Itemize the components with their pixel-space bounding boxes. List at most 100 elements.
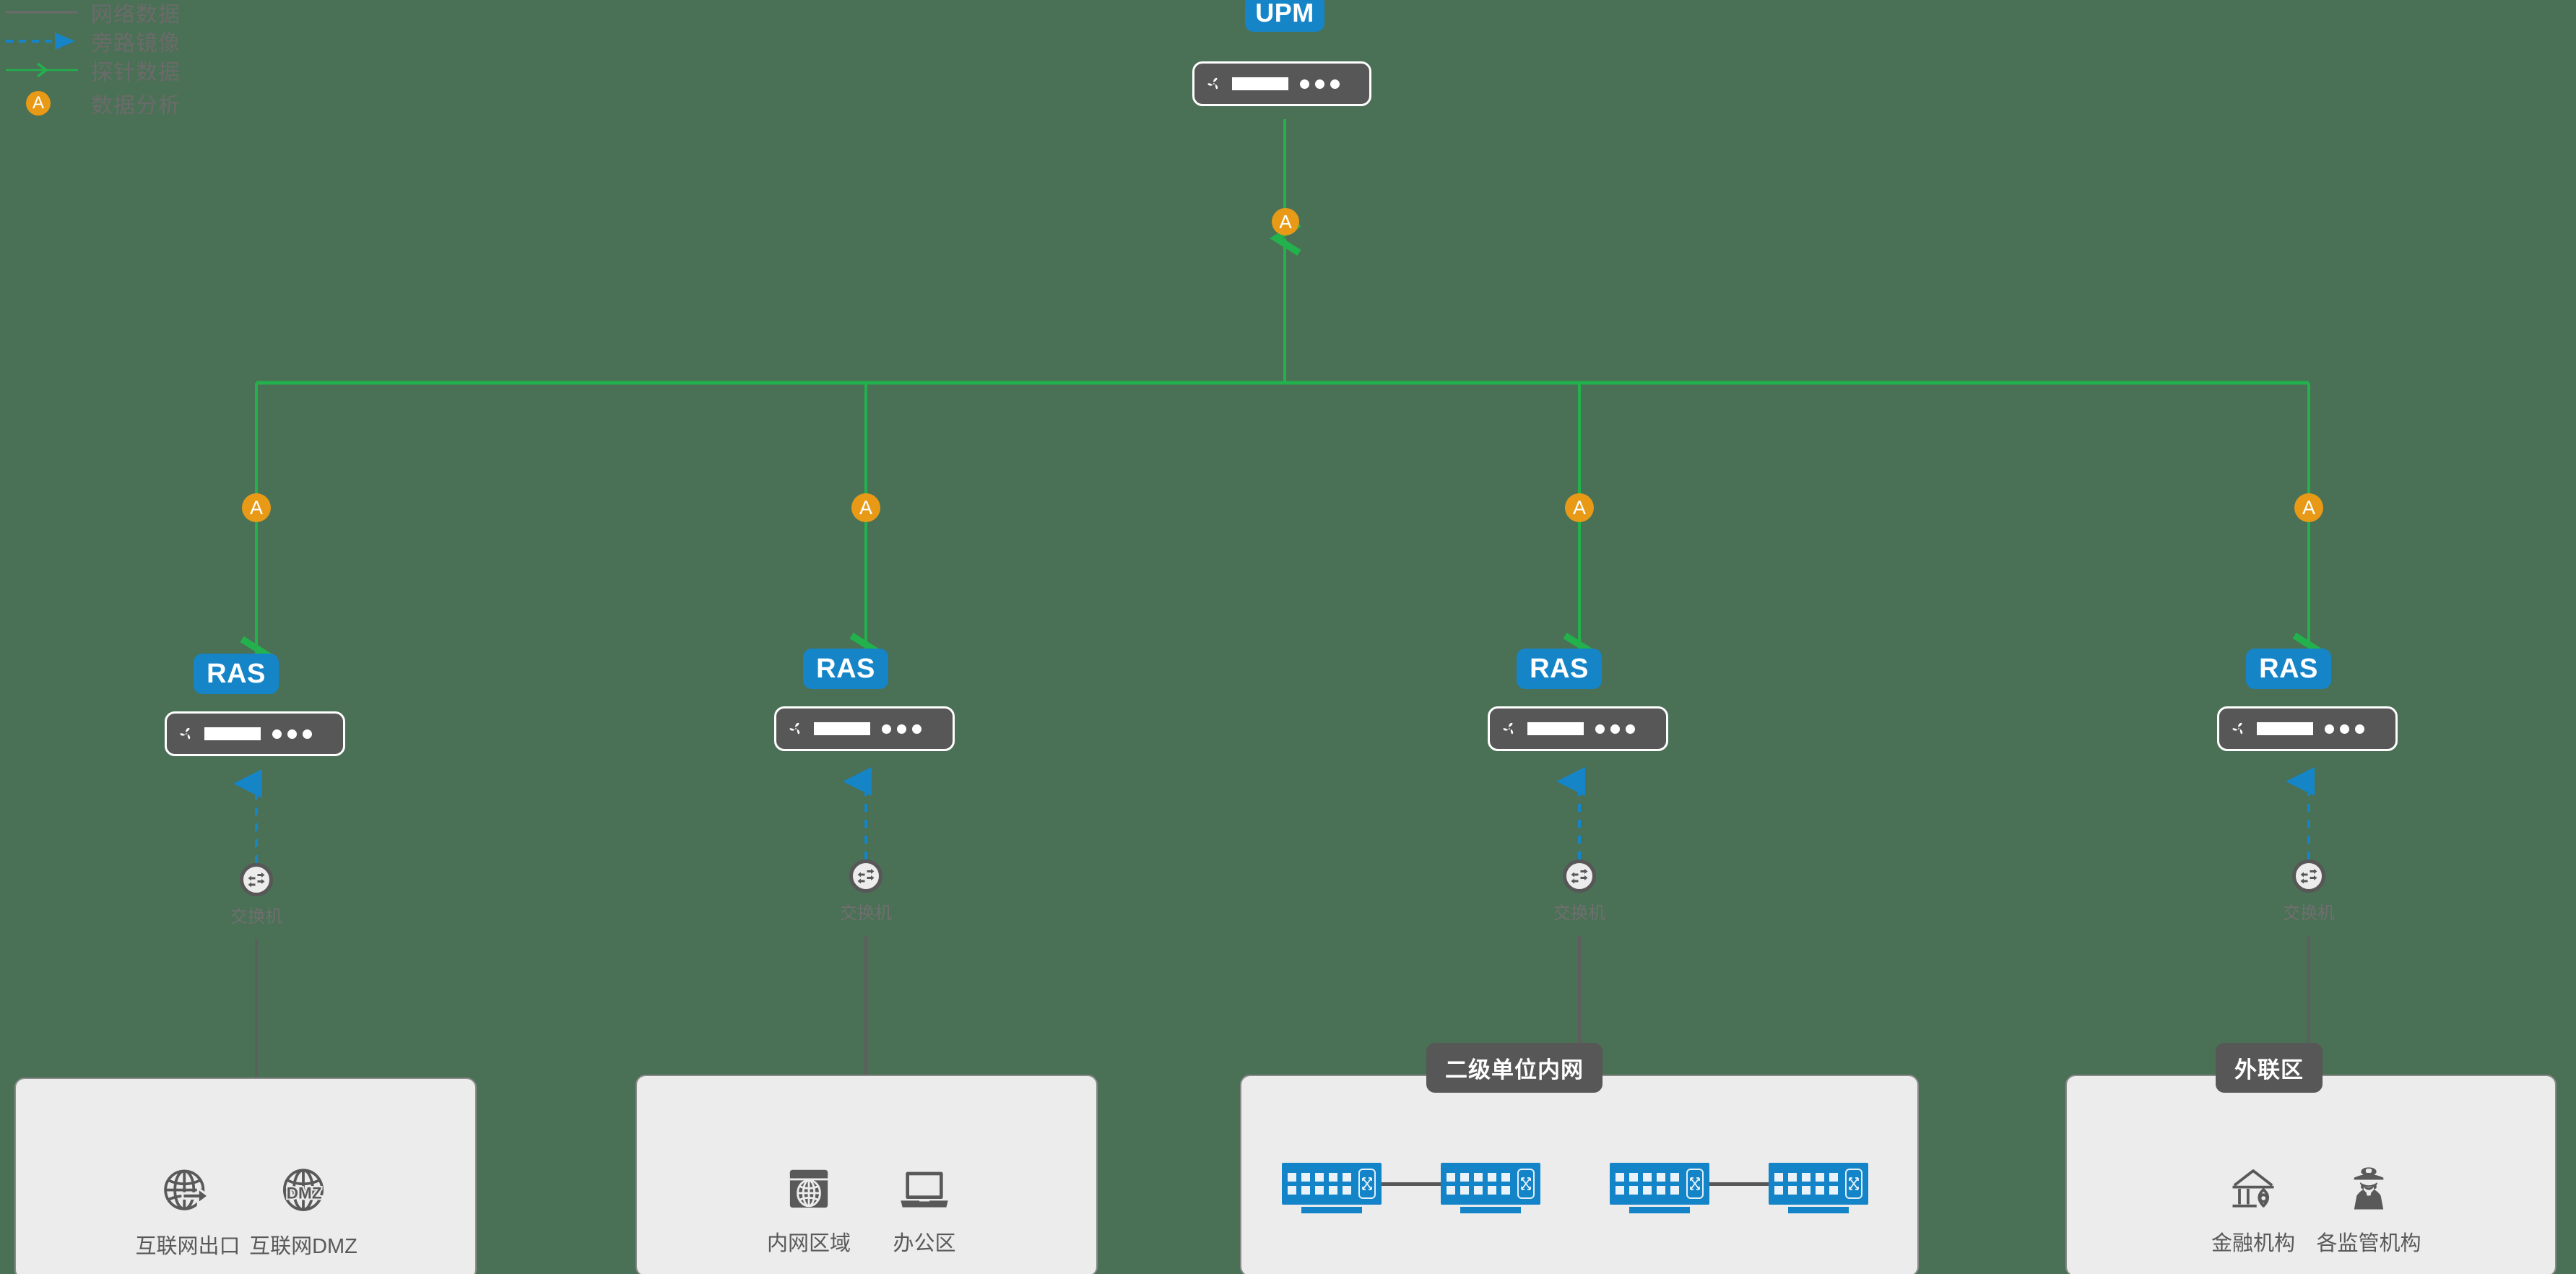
analysis-badge-branch-3[interactable]: A (1565, 493, 1594, 522)
analysis-badge-upm[interactable]: A (1272, 208, 1299, 235)
status-bar (204, 727, 261, 740)
dashed-blue-arrow-icon (6, 29, 85, 53)
rack-switch-4[interactable] (1769, 1163, 1868, 1213)
status-bar (814, 722, 870, 735)
zone-item-label: 互联网出口 (135, 1235, 240, 1258)
fan-icon (1207, 77, 1218, 90)
switch-node-4[interactable]: 交换机 (2251, 859, 2367, 924)
rack-base (1629, 1207, 1690, 1213)
analysis-badge-icon: A (6, 91, 85, 116)
rack-body (1282, 1163, 1382, 1205)
rack-ports (1288, 1173, 1351, 1195)
zone-items-2: 内网区域 办公区 (637, 1156, 1096, 1257)
rack-switch-3[interactable] (1610, 1163, 1709, 1213)
browser-globe-icon (751, 1156, 867, 1216)
solid-green-arrow-icon (6, 58, 85, 82)
indicator-dots (882, 724, 921, 734)
switch-label-3: 交换机 (1553, 904, 1605, 923)
globe-dmz-icon: DMZ (246, 1158, 361, 1219)
rack-base (1460, 1207, 1521, 1213)
zone-item-regulatory-agencies[interactable]: 各监管机构 (2311, 1156, 2427, 1257)
legend-label-probe-data: 探针数据 (91, 61, 181, 84)
zone-items-1: 互联网出口 DMZ (16, 1158, 475, 1260)
rack-row-right (1610, 1163, 1868, 1213)
ras-appliance-2[interactable] (774, 706, 955, 751)
zone-title-branch-3: 二级单位内网 (1426, 1043, 1603, 1093)
officer-icon (2311, 1156, 2427, 1216)
switch-node-3[interactable]: 交换机 (1522, 859, 1637, 924)
rack-body (1610, 1163, 1709, 1205)
zone-branch-4: 金融机构 (2065, 1075, 2557, 1274)
rack-link (1709, 1182, 1769, 1186)
zone-title-branch-4: 外联区 (2216, 1043, 2323, 1093)
zone-item-label: 内网区域 (766, 1232, 851, 1255)
zone-item-internet-dmz[interactable]: DMZ 互联网DMZ (246, 1158, 361, 1260)
zone-branch-3 (1240, 1075, 1919, 1274)
legend-label-network-data: 网络数据 (91, 3, 181, 27)
switch-label-2: 交换机 (840, 904, 892, 923)
zone-item-label: 各监管机构 (2316, 1232, 2421, 1255)
switch-node-2[interactable]: 交换机 (808, 859, 924, 924)
bank-icon (2195, 1156, 2311, 1216)
zone-branch-2: 内网区域 办公区 (636, 1075, 1098, 1274)
fan-icon (1503, 722, 1514, 734)
status-bar (1232, 77, 1288, 90)
legend-badge-a: A (26, 91, 51, 116)
ras-node-label-2[interactable]: RAS (803, 649, 888, 689)
rack-ports (1774, 1173, 1838, 1195)
zone-item-intranet-area[interactable]: 内网区域 (751, 1156, 867, 1257)
ras-node-label-1[interactable]: RAS (194, 654, 279, 694)
rack-ports (1447, 1173, 1510, 1195)
analysis-badge-branch-1[interactable]: A (242, 493, 271, 522)
zone-item-label: 办公区 (893, 1232, 956, 1255)
switch-icon (849, 859, 882, 893)
rack-body (1441, 1163, 1540, 1205)
analysis-badge-branch-2[interactable]: A (851, 493, 880, 522)
switch-icon (240, 863, 273, 896)
rack-body (1769, 1163, 1868, 1205)
indicator-dots (1595, 724, 1635, 734)
switch-icon (2292, 859, 2325, 893)
ras-appliance-1[interactable] (165, 711, 345, 756)
switch-label-4: 交换机 (2283, 904, 2335, 923)
ras-appliance-3[interactable] (1488, 706, 1668, 751)
switch-label-1: 交换机 (230, 907, 282, 927)
ras-node-label-3[interactable]: RAS (1517, 649, 1602, 689)
rack-switch-2[interactable] (1441, 1163, 1540, 1213)
analysis-badge-branch-4[interactable]: A (2294, 493, 2323, 522)
zone-item-label: 金融机构 (2211, 1232, 2295, 1255)
zone-item-internet-egress[interactable]: 互联网出口 (130, 1158, 246, 1260)
upm-appliance[interactable] (1192, 61, 1371, 106)
zone-item-label: 互联网DMZ (249, 1235, 357, 1258)
cross-arrows-icon (1845, 1169, 1862, 1199)
rack-base (1788, 1207, 1849, 1213)
rack-row-left (1282, 1163, 1540, 1213)
ras-appliance-4[interactable] (2217, 706, 2398, 751)
zone-item-office-area[interactable]: 办公区 (867, 1156, 982, 1257)
cross-arrows-icon (1517, 1169, 1535, 1199)
rack-switch-1[interactable] (1282, 1163, 1382, 1213)
zone-item-financial-institution[interactable]: 金融机构 (2195, 1156, 2311, 1257)
indicator-dots (1300, 79, 1340, 89)
legend-label-bypass-mirror: 旁路镜像 (91, 32, 181, 56)
fan-icon (2232, 722, 2243, 734)
status-bar (2257, 722, 2313, 735)
status-bar (1527, 722, 1584, 735)
indicator-dots (272, 729, 312, 739)
rack-link (1382, 1182, 1441, 1186)
cross-arrows-icon (1358, 1169, 1376, 1199)
indicator-dots (2325, 724, 2364, 734)
cross-arrows-icon (1686, 1169, 1704, 1199)
globe-arrow-icon (130, 1158, 246, 1219)
switch-node-1[interactable]: 交换机 (199, 863, 314, 927)
laptop-icon (867, 1156, 982, 1216)
legend-label-data-analysis: 数据分析 (91, 94, 181, 118)
fan-icon (180, 727, 191, 740)
rack-base (1301, 1207, 1362, 1213)
svg-text:DMZ: DMZ (287, 1184, 322, 1202)
ras-node-label-4[interactable]: RAS (2246, 649, 2331, 689)
upm-node-label[interactable]: UPM (1245, 0, 1324, 32)
zone-branch-1: 互联网出口 DMZ (14, 1078, 477, 1274)
solid-gray-line-icon (6, 0, 85, 25)
